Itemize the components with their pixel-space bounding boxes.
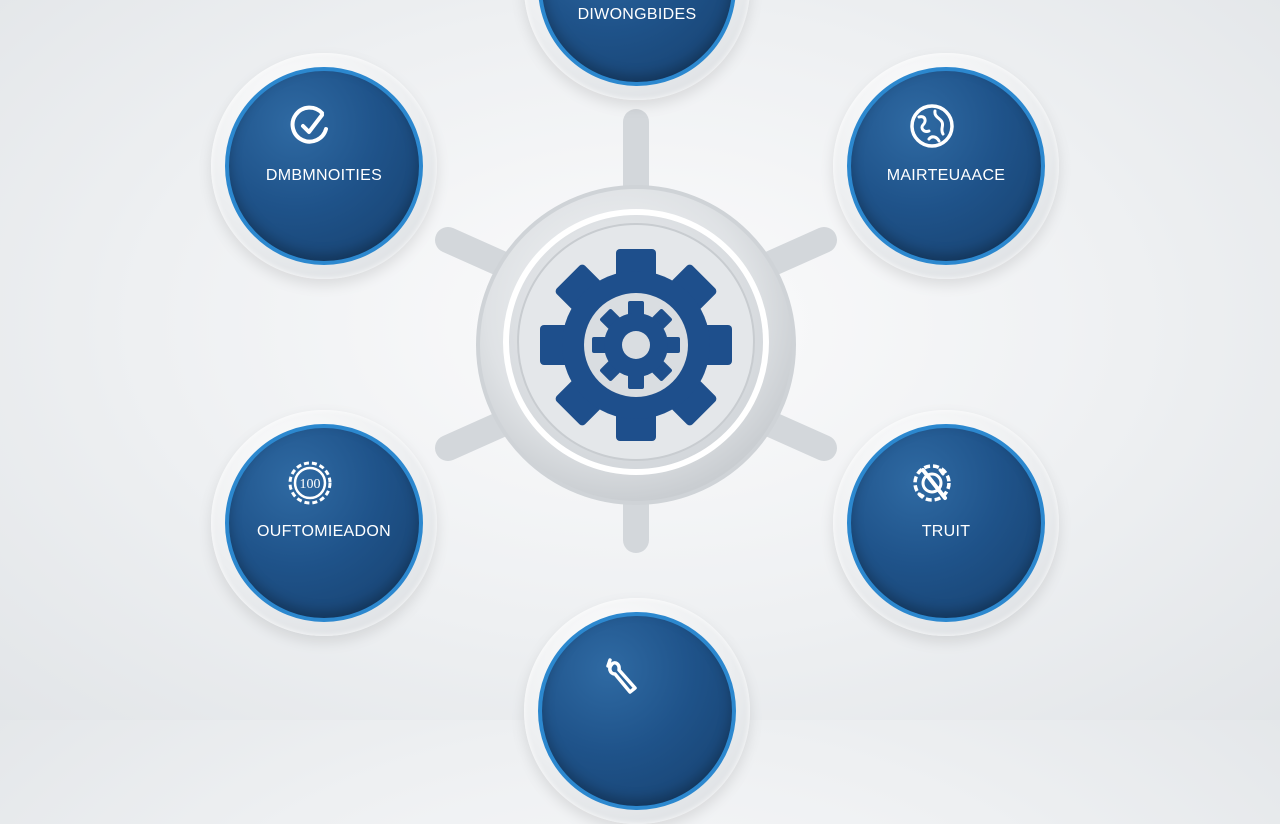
badge-100-icon: 100	[288, 461, 332, 505]
node-bottom-disc	[538, 612, 736, 810]
globe-icon	[910, 104, 954, 148]
node-bottom	[524, 598, 750, 824]
node-top-left: DMBMNOITIES	[211, 53, 437, 279]
node-top-label: DIWONGBIDES	[577, 6, 697, 23]
node-bottom-right-label: TRUIT	[921, 523, 971, 540]
central-hub	[435, 109, 837, 553]
check-circle-icon	[290, 105, 328, 144]
node-bottom-left-label: OUFTOMIEADON	[257, 523, 391, 540]
node-top-left-label: DMBMNOITIES	[265, 167, 383, 184]
node-bottom-left-disc	[225, 424, 423, 622]
gear-icon	[540, 249, 732, 441]
node-top-right: MAIRTEUAACE	[833, 53, 1059, 279]
node-bottom-right-disc	[847, 424, 1045, 622]
badge-100-text: 100	[300, 477, 321, 492]
node-top-left-disc	[225, 67, 423, 265]
node-bottom-right: TRUIT	[833, 410, 1059, 636]
wrench-gear-icon	[913, 464, 951, 502]
node-top-right-disc	[847, 67, 1045, 265]
node-bottom-left: 100 OUFTOMIEADON	[211, 410, 437, 636]
wrench-icon	[606, 658, 637, 694]
node-top-right-label: MAIRTEUAACE	[886, 167, 1006, 184]
